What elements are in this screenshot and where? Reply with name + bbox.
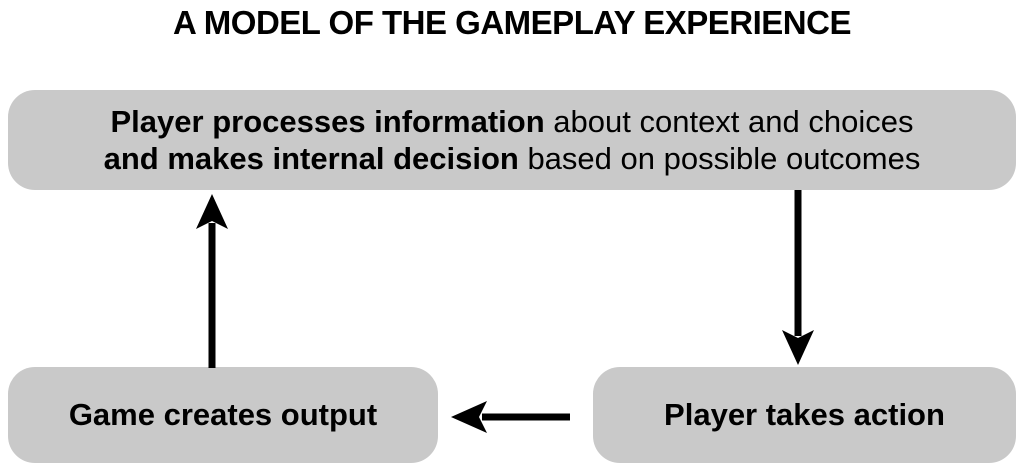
game-creates-output-label: Game creates output [68, 397, 378, 432]
process-information-box: Player processes information about conte… [8, 90, 1016, 190]
process-information-line1: Player processes information about conte… [111, 103, 914, 140]
process-information-line2-rest: based on possible outcomes [518, 141, 921, 176]
game-creates-output-box: Game creates output [8, 367, 438, 463]
player-takes-action-box: Player takes action [593, 367, 1016, 463]
process-information-line1-bold: Player processes information [110, 104, 545, 139]
process-information-line1-rest: about context and choices [544, 104, 914, 139]
arrow-up-icon [196, 194, 228, 368]
process-information-line2: and makes internal decision based on pos… [104, 140, 921, 177]
diagram-title: A MODEL OF THE GAMEPLAY EXPERIENCE [173, 4, 851, 41]
player-takes-action-label: Player takes action [664, 397, 945, 432]
arrow-left-icon [451, 401, 570, 433]
process-information-line2-bold: and makes internal decision [103, 141, 519, 176]
arrow-down-icon [782, 190, 814, 365]
